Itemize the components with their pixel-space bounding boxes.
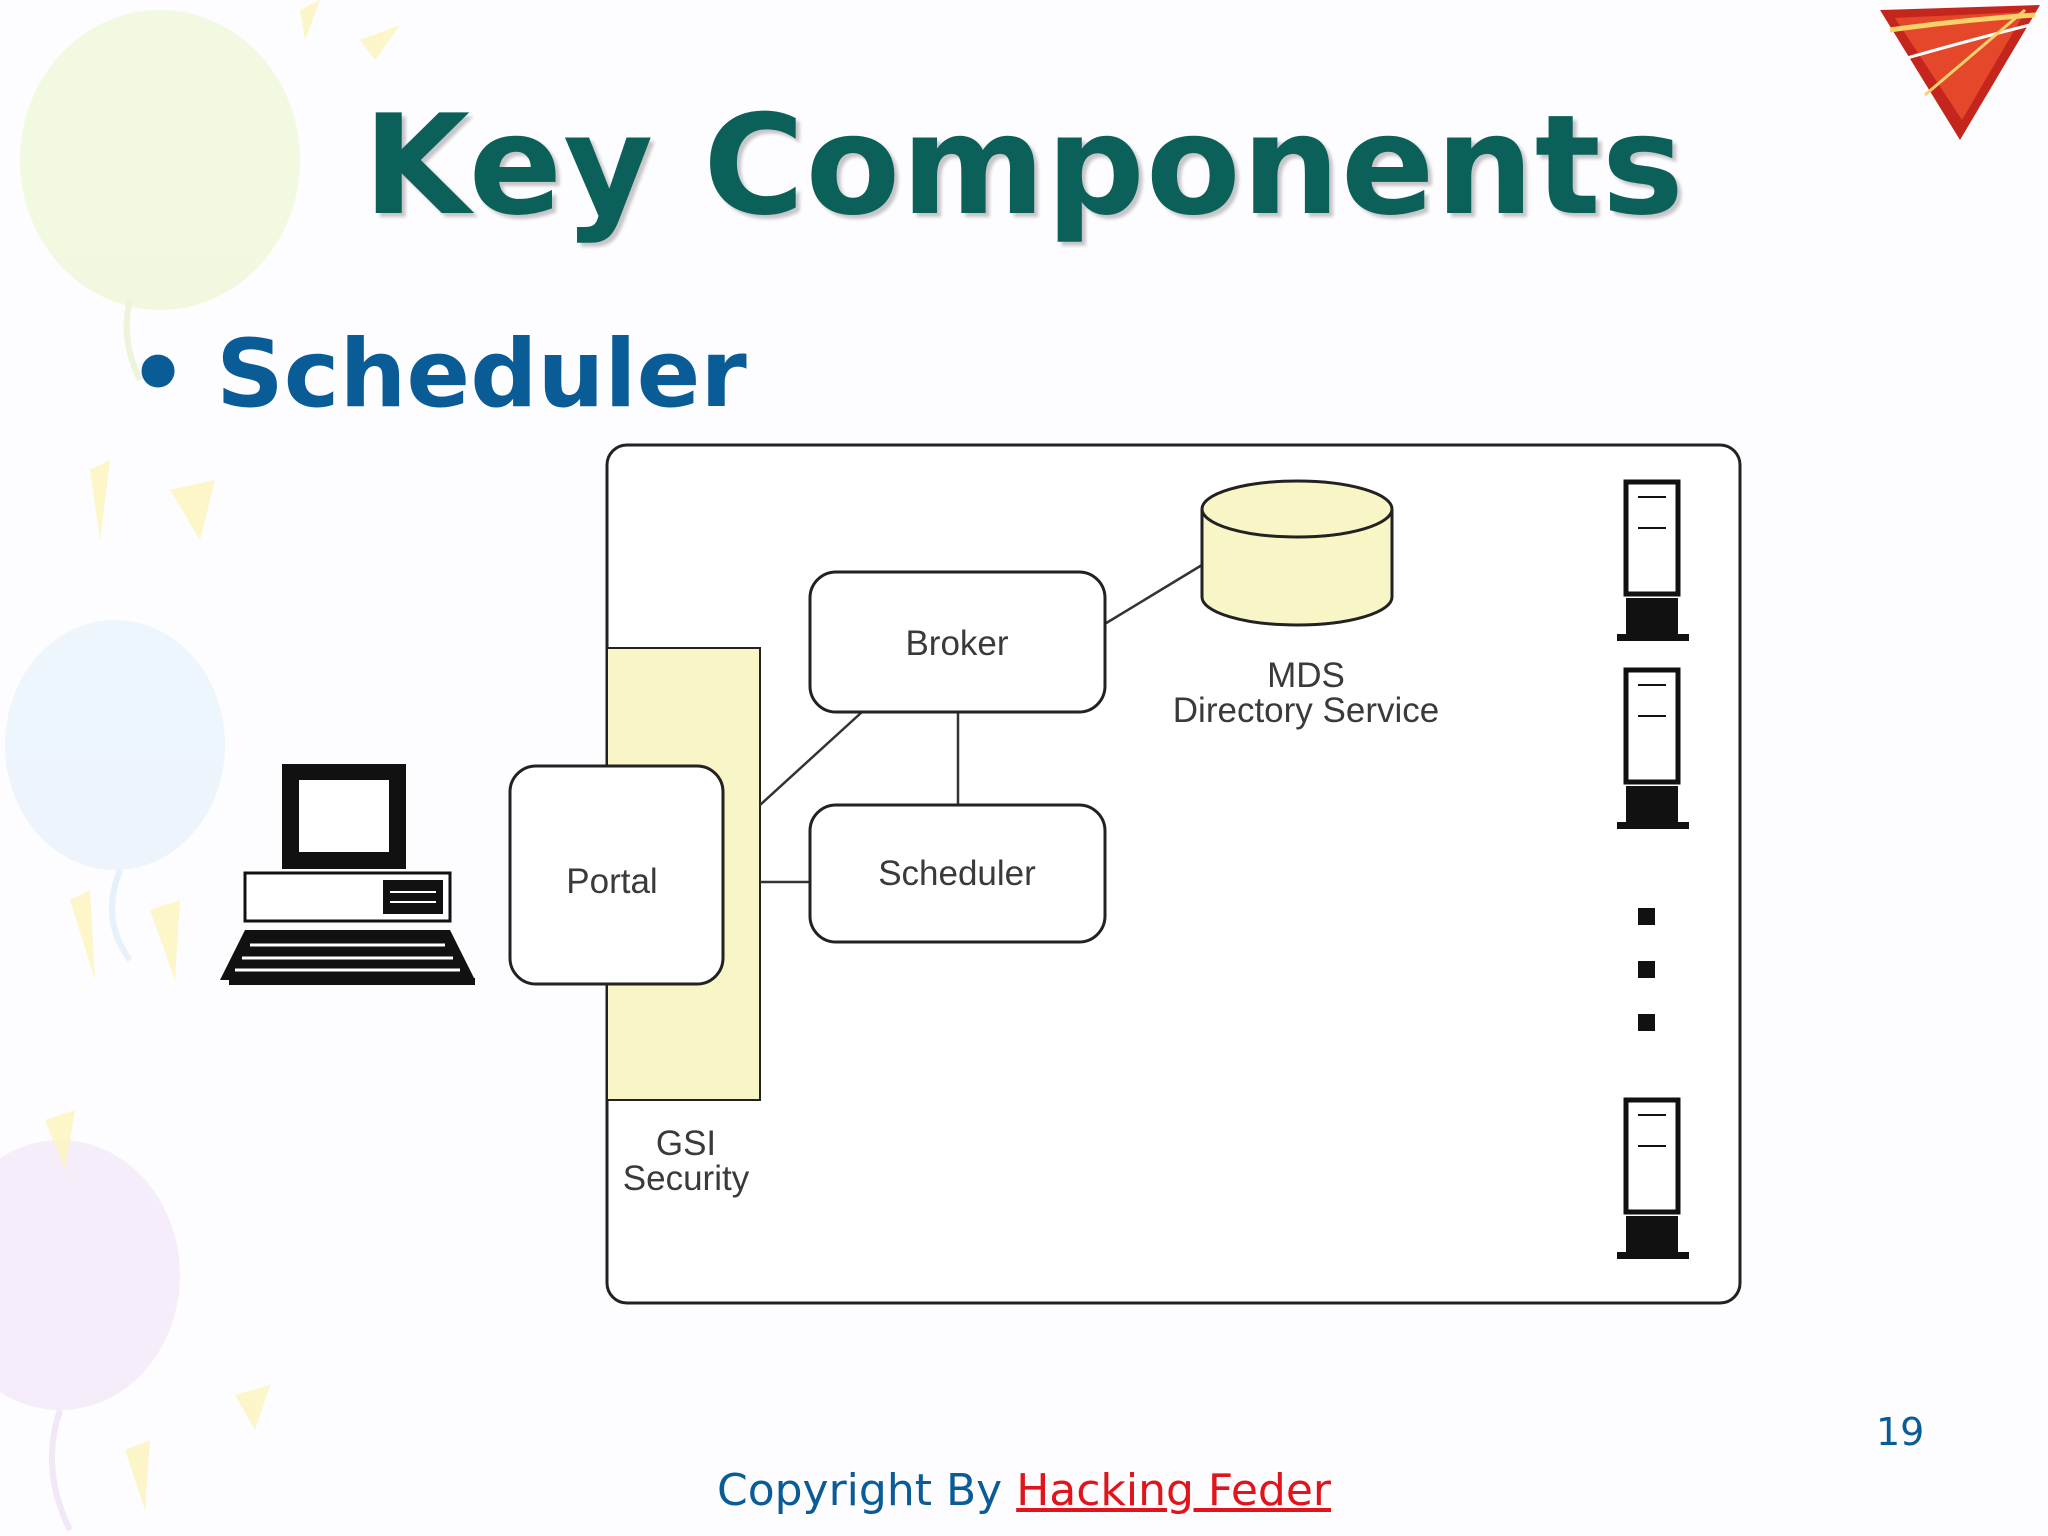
page-number: 19: [1876, 1410, 1925, 1454]
copyright-text: Copyright By: [716, 1465, 1017, 1516]
server-tower-icon: [1617, 479, 1689, 641]
connectors: [759, 563, 1203, 884]
scheduler-label: Scheduler: [878, 854, 1036, 893]
bullet-label: Scheduler: [216, 320, 747, 429]
server-tower-icon: [1617, 1097, 1689, 1259]
brand-logo: [1880, 5, 2040, 140]
bullet-item: •Scheduler: [128, 320, 747, 429]
broker-node: [808, 570, 1107, 714]
copyright-footer: Copyright By Hacking Feder: [0, 1465, 2048, 1516]
portal-label: Portal: [566, 862, 657, 901]
slide-title: Key Components: [363, 85, 1685, 246]
server-tower-icon: [1617, 667, 1689, 829]
mds-label: MDS: [1267, 656, 1345, 695]
gsi-sublabel: Security: [623, 1159, 750, 1198]
portal-node: [508, 764, 725, 986]
confetti-decoration: [45, 0, 400, 1510]
mds-database: [1200, 479, 1394, 627]
author-link[interactable]: Hacking Feder: [1016, 1465, 1331, 1516]
balloon-decoration: [0, 10, 300, 1532]
broker-label: Broker: [905, 624, 1008, 663]
diagram-frame: [605, 443, 1742, 1305]
ellipsis-icon: [1638, 908, 1655, 1031]
mds-sublabel: Directory Service: [1173, 691, 1439, 730]
gsi-label: GSI: [656, 1124, 716, 1163]
scheduler-node: [808, 803, 1107, 944]
client-computer-icon: [220, 764, 475, 985]
bullet-dot-icon: •: [128, 320, 189, 429]
